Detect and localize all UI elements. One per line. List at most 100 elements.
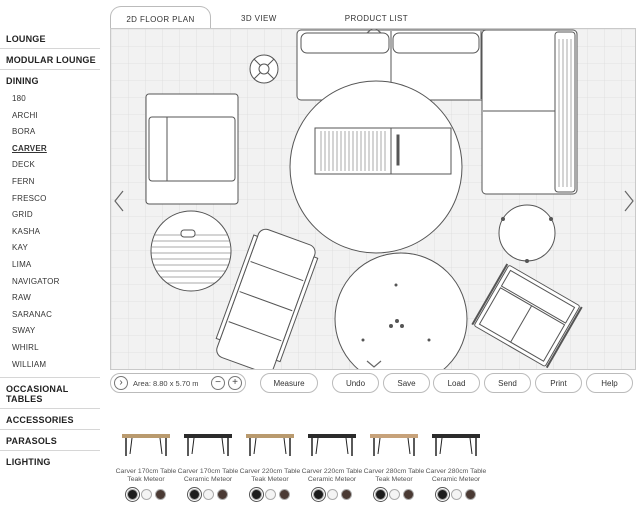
armchair[interactable] [145,93,239,205]
swatch-black[interactable] [436,489,448,501]
swatch-brown[interactable] [340,489,352,501]
product-name: Carver 280cm Table Teak Meteor [363,468,425,484]
undo-button[interactable]: Undo [332,373,379,393]
pan-down-arrow[interactable] [366,360,382,368]
zoom-out-icon[interactable]: − [211,376,225,390]
coffee-table[interactable] [314,127,452,175]
tab-3d-view[interactable]: 3D VIEW [241,14,277,23]
product-name: Carver 170cm Table Ceramic Meteor [177,468,239,484]
collection-item-whirl[interactable]: WHIRL [12,342,39,352]
swatch-black[interactable] [126,489,138,501]
sun-lounger[interactable] [211,226,321,370]
category-occasional-tables[interactable]: OCCASIONAL TABLES [0,378,100,410]
collection-item-william[interactable]: WILLIAM [12,359,47,369]
round-side-table-slatted[interactable] [150,210,232,292]
swatch-brown[interactable] [464,489,476,501]
swatch-brown[interactable] [216,489,228,501]
table-thumbnail-icon[interactable] [306,430,358,458]
print-button[interactable]: Print [535,373,582,393]
swatch-white[interactable] [140,489,152,501]
category-accessories[interactable]: ACCESSORIES [0,409,100,431]
collection-item-navigator[interactable]: NAVIGATOR [12,276,60,286]
table-thumbnail-icon[interactable] [430,430,482,458]
product-strip: Carver 170cm Table Teak Meteor Carver 17… [115,425,615,511]
tab-2d-floor-plan[interactable]: 2D FLOOR PLAN [110,6,211,29]
swatch-white[interactable] [264,489,276,501]
product-card[interactable]: Carver 280cm Table Ceramic Meteor [425,425,487,501]
lounge-chair-right[interactable] [471,263,583,369]
finish-swatches [301,489,363,501]
view-tabs: 2D FLOOR PLAN 3D VIEW PRODUCT LIST [110,6,424,29]
help-button[interactable]: Help [586,373,633,393]
round-dining-table[interactable] [334,252,468,370]
swatch-brown[interactable] [154,489,166,501]
finish-swatches [239,489,301,501]
swatch-white[interactable] [388,489,400,501]
finish-swatches [425,489,487,501]
category-modular-lounge[interactable]: MODULAR LOUNGE [0,49,100,70]
swatch-white[interactable] [450,489,462,501]
collection-item-archi[interactable]: ARCHI [12,110,38,120]
save-button[interactable]: Save [383,373,430,393]
product-card[interactable]: Carver 220cm Table Teak Meteor [239,425,301,501]
collection-item-sway[interactable]: SWAY [12,326,36,336]
finish-swatches [363,489,425,501]
collection-item-bora[interactable]: BORA [12,127,36,137]
swatch-brown[interactable] [278,489,290,501]
swatch-black[interactable] [374,489,386,501]
category-lounge[interactable]: LOUNGE [0,28,100,49]
collection-item-fern[interactable]: FERN [12,176,35,186]
collection-item-raw[interactable]: RAW [12,293,31,303]
category-lighting[interactable]: LIGHTING [6,457,51,468]
floor-plan-canvas[interactable] [110,28,636,370]
expand-arrow-icon[interactable]: › [114,376,128,390]
dining-collection-list: 180 ARCHI BORA CARVER DECK FERN FRESCO G… [0,88,100,379]
product-card[interactable]: Carver 280cm Table Teak Meteor [363,425,425,501]
pan-up-arrow[interactable] [366,29,382,34]
table-thumbnail-icon[interactable] [368,430,420,458]
collection-item-saranac[interactable]: SARANAC [12,309,53,319]
swatch-brown[interactable] [402,489,414,501]
tab-product-list[interactable]: PRODUCT LIST [344,14,409,23]
table-thumbnail-icon[interactable] [182,430,234,458]
table-thumbnail-icon[interactable] [120,430,172,458]
swatch-white[interactable] [326,489,338,501]
collection-item-lima[interactable]: LIMA [12,259,32,269]
table-thumbnail-icon[interactable] [244,430,296,458]
collection-item-fresco[interactable]: FRESCO [12,193,47,203]
collection-item-grid[interactable]: GRID [12,210,33,220]
floor-plan-drawing[interactable] [111,29,636,370]
side-table-small[interactable] [249,54,279,84]
category-parasols[interactable]: PARASOLS [0,430,100,452]
product-name: Carver 170cm Table Teak Meteor [115,468,177,484]
swatch-black[interactable] [312,489,324,501]
product-card[interactable]: Carver 170cm Table Ceramic Meteor [177,425,239,501]
pan-right-arrow[interactable] [624,190,634,212]
swatch-white[interactable] [202,489,214,501]
collection-item-deck[interactable]: DECK [12,160,36,170]
collection-item-kay[interactable]: KAY [12,243,29,253]
collection-item-kasha[interactable]: KASHA [12,226,41,236]
collection-item-180[interactable]: 180 [12,94,26,103]
pan-left-arrow[interactable] [114,190,124,212]
product-name: Carver 280cm Table Ceramic Meteor [425,468,487,484]
finish-swatches [177,489,239,501]
zoom-in-icon[interactable]: + [228,376,242,390]
measure-button[interactable]: Measure [260,373,318,393]
product-card[interactable]: Carver 220cm Table Ceramic Meteor [301,425,363,501]
product-card[interactable]: Carver 170cm Table Teak Meteor [115,425,177,501]
category-sidebar: LOUNGE MODULAR LOUNGE DINING 180 ARCHI B… [0,28,100,471]
plan-toolbar: › Area: 8.80 x 5.70 m − + Measure Undo S… [110,373,636,393]
swatch-black[interactable] [250,489,262,501]
sofa-chaise[interactable] [481,29,578,195]
finish-swatches [115,489,177,501]
load-button[interactable]: Load [433,373,480,393]
swatch-black[interactable] [188,489,200,501]
collection-item-carver[interactable]: CARVER [12,143,47,153]
category-dining[interactable]: DINING [6,76,39,86]
product-name: Carver 220cm Table Ceramic Meteor [301,468,363,484]
area-readout: Area: 8.80 x 5.70 m [133,378,199,388]
send-button[interactable]: Send [484,373,531,393]
stool-right[interactable] [498,204,556,263]
product-name: Carver 220cm Table Teak Meteor [239,468,301,484]
